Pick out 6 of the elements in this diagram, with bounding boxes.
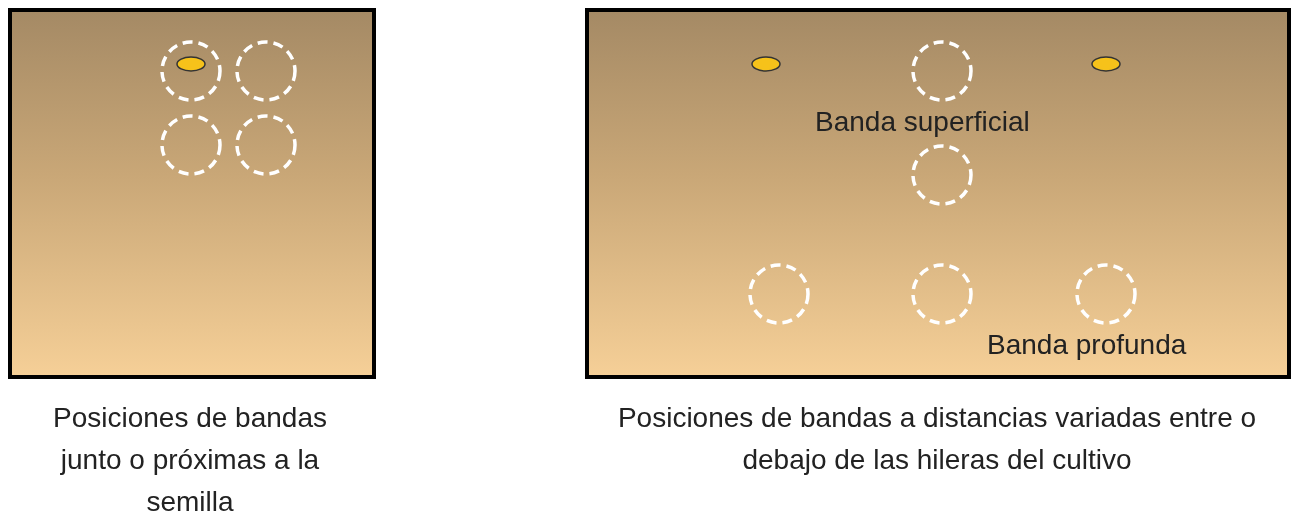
soil-box: [8, 8, 376, 379]
soil-box: [585, 8, 1291, 379]
panel-caption: Posiciones de bandas a distancias variadas entre o debajo de las hileras del cultivo: [616, 401, 1258, 477]
band-label: Banda superficial: [815, 107, 1030, 138]
band-label: Banda profunda: [987, 330, 1187, 361]
panel-caption: Posiciones de bandas junto o próximas a la semilla: [52, 401, 328, 519]
